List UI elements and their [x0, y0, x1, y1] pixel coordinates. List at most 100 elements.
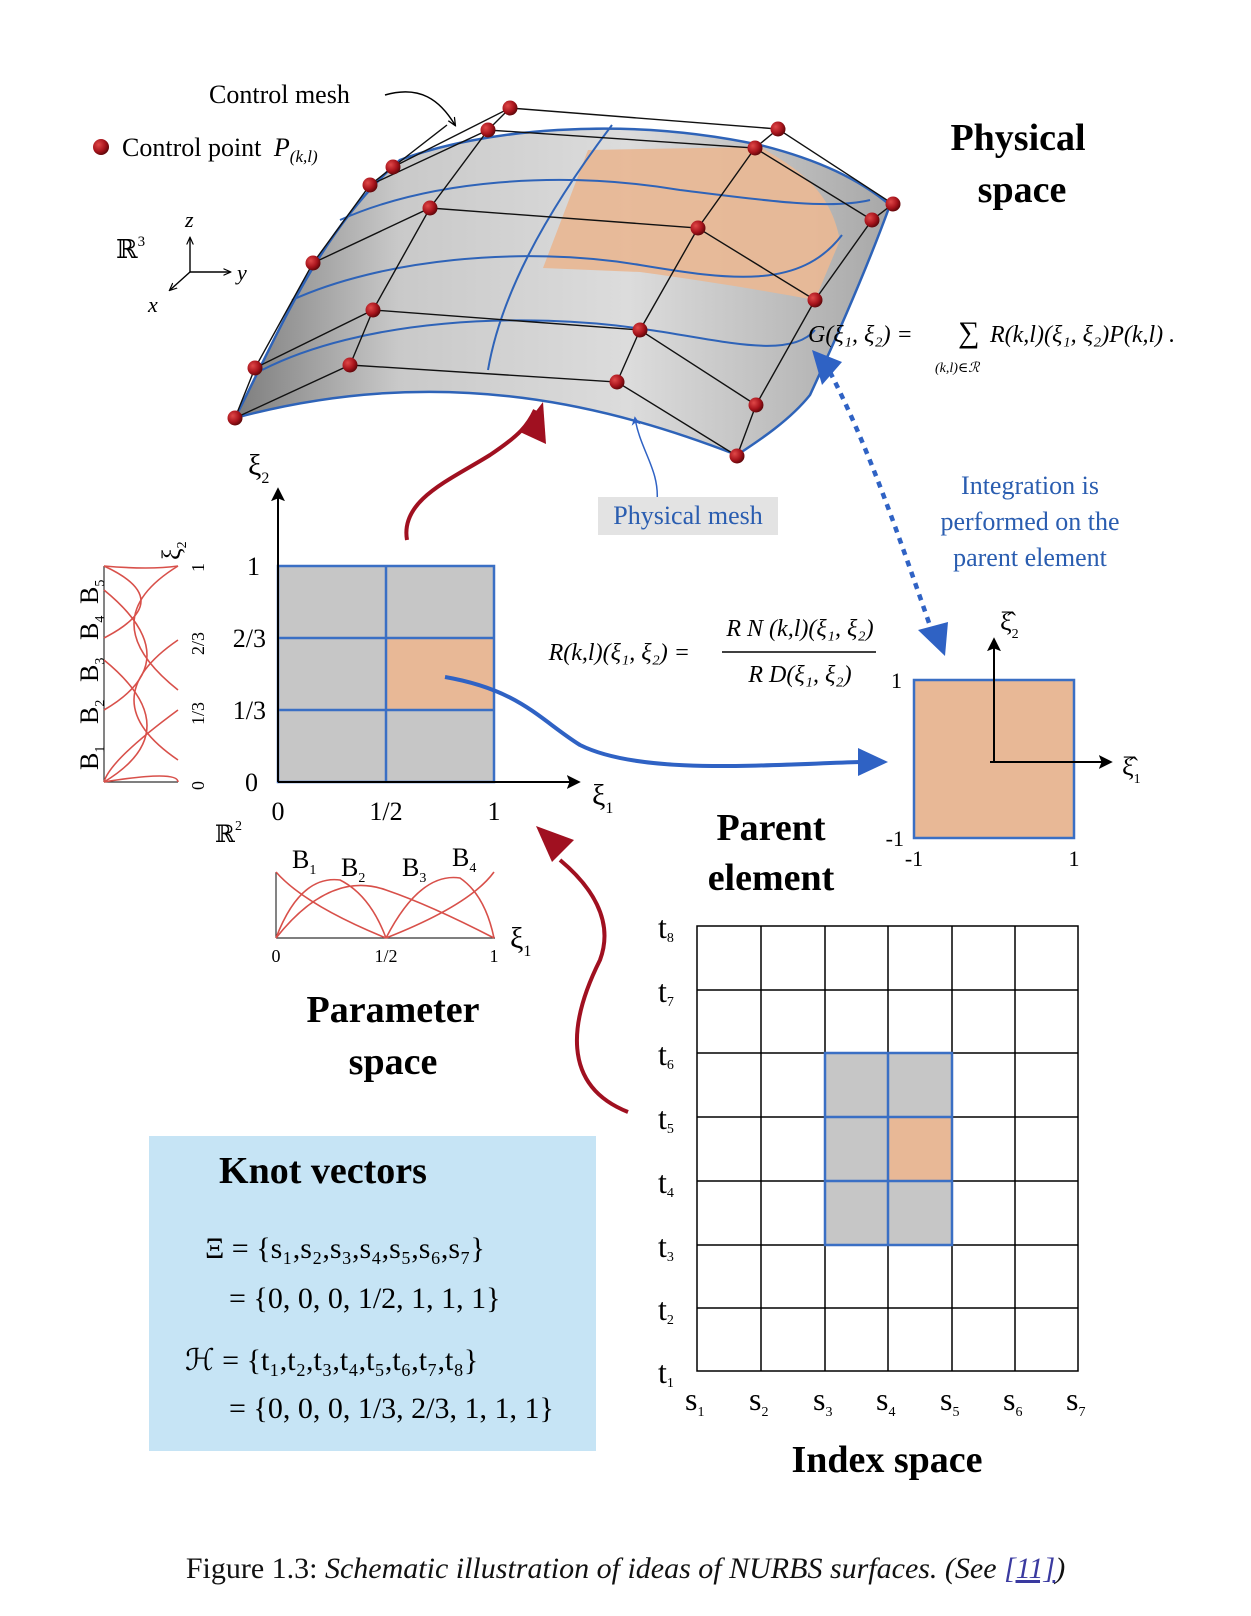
basis-functions-xi1 [275, 871, 495, 939]
caption-reference-link[interactable]: [11] [1004, 1552, 1056, 1585]
basis-left-ticks: 0 1/3 2/3 1 [188, 563, 208, 790]
index-t7-subscript: 7 [667, 995, 674, 1010]
basis-bottom-b3: B3 [402, 853, 426, 886]
basis-bottom-b2: B2 [341, 853, 365, 886]
control-point [247, 360, 263, 376]
control-point [807, 292, 823, 308]
param-xi1-symbol: ξ [592, 779, 605, 812]
param-ytick-1: 1 [247, 552, 260, 581]
basis-bottom-b1-symbol: B [292, 845, 309, 874]
index-s7-subscript: 7 [1078, 1405, 1085, 1420]
physical-space-title-line1: Physical [950, 117, 1085, 159]
basis-left-xi2: ξ2 [157, 541, 190, 560]
parent-xi1-hat: ξ̂1 [1122, 752, 1141, 787]
index-t3-subscript: 3 [667, 1250, 674, 1265]
basis-left-b4-symbol: B [75, 623, 104, 640]
control-point [609, 374, 625, 390]
parent-xi2-hat: ξ̂2 [1000, 607, 1019, 642]
basis-bottom-b4-symbol: B [452, 843, 469, 872]
basis-left-labels: B1 B2 B3 B4 B5 [75, 580, 108, 770]
param-xi1-label: ξ1 [592, 779, 613, 817]
index-t3-symbol: t [658, 1228, 667, 1264]
index-s2-symbol: s [749, 1381, 761, 1417]
index-t6: t6 [658, 1036, 674, 1073]
index-t6-subscript: 6 [667, 1058, 674, 1073]
index-s-labels: s1 s2 s3 s4 s5 s6 s7 [685, 1381, 1085, 1420]
r3-label: ℝ3 [116, 234, 145, 264]
integration-arrowhead-bottom [918, 622, 948, 656]
param-xtick-0: 0 [272, 797, 285, 826]
index-t1-subscript: 1 [667, 1376, 674, 1391]
index-s3-symbol: s [813, 1381, 825, 1417]
index-s1-subscript: 1 [697, 1405, 704, 1420]
param-xi1-subscript: 1 [605, 800, 613, 817]
parent-element-title-line2: element [708, 857, 835, 899]
index-t5: t5 [658, 1100, 674, 1137]
basis-bottom-b4: B4 [452, 843, 476, 876]
basis-left-b2-subscript: 2 [93, 700, 108, 707]
index-s5-symbol: s [940, 1381, 952, 1417]
parameter-grid [271, 487, 581, 789]
index-t2-symbol: t [658, 1291, 667, 1327]
param-to-parent-arrowhead [858, 748, 888, 776]
index-s3-subscript: 3 [825, 1405, 832, 1420]
param-to-physical-arrowhead [520, 402, 546, 444]
param-xtick-1-2: 1/2 [369, 797, 402, 826]
basis-bottom-tick-1: 1 [490, 946, 499, 966]
basis-bottom-b2-symbol: B [341, 853, 358, 882]
index-s1: s1 [685, 1381, 704, 1420]
index-t1-symbol: t [658, 1354, 667, 1390]
param-ytick-2-3: 2/3 [233, 624, 266, 653]
index-space-title: Index space [791, 1439, 982, 1481]
index-s7-symbol: s [1066, 1381, 1078, 1417]
integration-arrowhead-top [812, 350, 842, 385]
index-t5-symbol: t [658, 1100, 667, 1136]
physical-mesh-label: Physical mesh [613, 501, 763, 530]
g-formula-rhs: R(k,l)(ξ₁, ξ₂)P(k,l) . [989, 322, 1175, 348]
index-to-param-arrow [558, 858, 629, 1114]
index-to-param-arrowhead [536, 826, 574, 862]
index-s6-symbol: s [1003, 1381, 1015, 1417]
knot-vectors-box [149, 1136, 596, 1451]
param-to-parent-arrow [444, 675, 861, 768]
basis-bottom-tick-0: 0 [272, 946, 281, 966]
control-point-legend-label: Control point [122, 133, 262, 162]
index-s6-subscript: 6 [1015, 1405, 1022, 1420]
parameter-space-title-line2: space [349, 1041, 438, 1083]
index-s2: s2 [749, 1381, 768, 1420]
knot-vector-xi-line2: = {0, 0, 0, 1/2, 1, 1, 1} [229, 1282, 501, 1315]
basis-bottom-xi1-symbol: ξ [510, 922, 523, 955]
basis-left-xi2-subscript: 2 [175, 541, 190, 548]
param-xi2-subscript: 2 [261, 470, 269, 487]
axis-z-label: z [184, 207, 194, 232]
control-point [305, 255, 321, 271]
index-t2-subscript: 2 [667, 1313, 674, 1328]
index-s3: s3 [813, 1381, 832, 1420]
param-xi2-symbol: ξ [248, 449, 261, 482]
index-highlight-element [888, 1117, 952, 1181]
index-s4-subscript: 4 [888, 1405, 895, 1420]
axis-y-label: y [235, 260, 247, 285]
parent-element-title-line1: Parent [716, 807, 825, 849]
index-t5-subscript: 5 [667, 1122, 674, 1137]
g-formula-sum-index: (k,l)∈ℛ [935, 361, 980, 376]
basis-bottom-b3-subscript: 3 [419, 871, 426, 886]
control-point [502, 100, 518, 116]
rational-denominator: R D(ξ₁, ξ₂) [747, 662, 851, 688]
integration-note-line3: parent element [953, 543, 1108, 572]
control-point [385, 159, 401, 175]
physical-mesh-leader [631, 416, 658, 503]
r3-symbol: ℝ [116, 235, 138, 264]
param-ytick-0: 0 [245, 768, 258, 797]
basis-left-b4-subscript: 4 [93, 616, 108, 623]
basis-left-b1-subscript: 1 [93, 746, 108, 753]
control-point-legend-icon [93, 139, 109, 155]
parent-tick-left: -1 [905, 846, 923, 871]
index-t3: t3 [658, 1228, 674, 1265]
index-t8-subscript: 8 [667, 931, 674, 946]
control-point [342, 357, 358, 373]
index-s7: s7 [1066, 1381, 1085, 1420]
parameter-space-title-line1: Parameter [307, 989, 480, 1031]
control-point [864, 212, 880, 228]
